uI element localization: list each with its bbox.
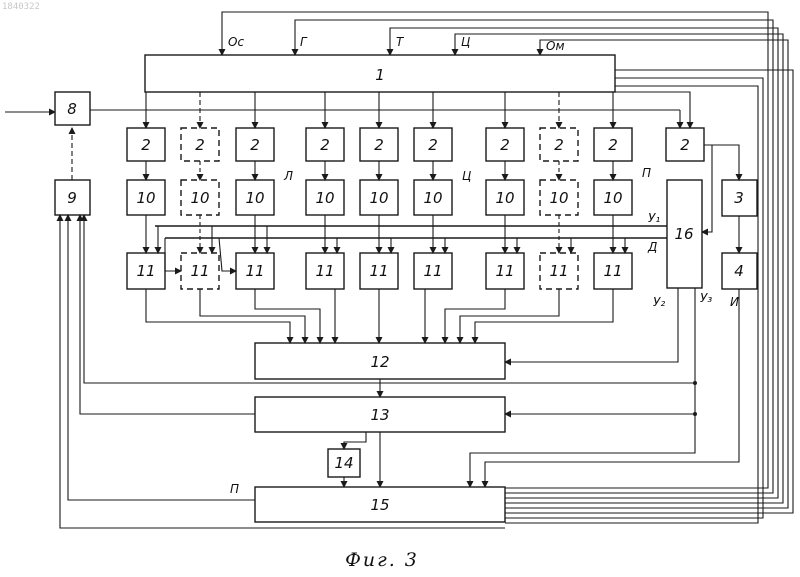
block-2-to-10 bbox=[146, 161, 613, 180]
block-10-label: 10 bbox=[369, 189, 388, 207]
signal-os-label: Ос bbox=[228, 35, 244, 49]
block-2-label: 2 bbox=[374, 136, 384, 154]
block-3-label: 3 bbox=[734, 189, 744, 207]
block-2-label: 2 bbox=[141, 136, 151, 154]
block-2-label: 2 bbox=[250, 136, 260, 154]
block-12-label: 12 bbox=[370, 353, 389, 371]
row-block-10: 10 10 10 10 10 10 10 10 10 bbox=[127, 180, 632, 215]
block-11-label: 11 bbox=[423, 262, 442, 280]
block-2-label: 2 bbox=[195, 136, 205, 154]
block-14-label: 14 bbox=[334, 454, 353, 472]
figure-caption: Фиг. 3 bbox=[345, 549, 419, 571]
row-block-11: 11 11 11 11 11 11 11 11 11 bbox=[127, 253, 632, 289]
row-block-2: 2 2 2 2 2 2 2 2 2 2 bbox=[127, 128, 704, 161]
block-11-label: 11 bbox=[136, 262, 155, 280]
block-4-label: 4 bbox=[734, 262, 744, 280]
block-10-label: 10 bbox=[136, 189, 155, 207]
signal-y2-label: У₂ bbox=[653, 295, 665, 309]
block-2-label: 2 bbox=[428, 136, 438, 154]
signal-p-label: П bbox=[230, 482, 239, 496]
block-10-label: 10 bbox=[549, 189, 568, 207]
block-2-label: 2 bbox=[500, 136, 510, 154]
block-2-label: 2 bbox=[554, 136, 564, 154]
block-11-to-12 bbox=[146, 289, 613, 343]
signal-t-label: Т bbox=[396, 35, 405, 49]
block-13-label: 13 bbox=[370, 406, 389, 424]
block-11-label: 11 bbox=[549, 262, 568, 280]
block-2-label: 2 bbox=[608, 136, 618, 154]
block-11-label: 11 bbox=[603, 262, 622, 280]
signal-g-label: Г bbox=[300, 35, 308, 49]
group-c-label: Ц bbox=[462, 169, 471, 183]
signal-c-label: Ц bbox=[461, 35, 470, 49]
block-11-label: 11 bbox=[495, 262, 514, 280]
group-p-label: П bbox=[642, 166, 651, 180]
block-10-label: 10 bbox=[603, 189, 622, 207]
document-number: 1840322 bbox=[2, 2, 40, 12]
block-11-label: 11 bbox=[315, 262, 334, 280]
signal-d-label: Д bbox=[647, 240, 657, 254]
block-11-label: 11 bbox=[245, 262, 264, 280]
group-l-label: Л bbox=[283, 169, 293, 183]
signal-y3-label: У₃ bbox=[700, 291, 712, 305]
block-10-label: 10 bbox=[423, 189, 442, 207]
block-8-label: 8 bbox=[67, 100, 77, 118]
block-11-label: 11 bbox=[190, 262, 209, 280]
block-10-label: 10 bbox=[495, 189, 514, 207]
block-16-label: 16 bbox=[674, 225, 693, 243]
block-11-label: 11 bbox=[369, 262, 388, 280]
block-10-label: 10 bbox=[315, 189, 334, 207]
signal-i-label: И bbox=[730, 295, 739, 309]
signal-y1-label: У₁ bbox=[648, 211, 660, 225]
signal-om-label: Ом bbox=[546, 39, 565, 53]
block-10-label: 10 bbox=[190, 189, 209, 207]
block-15-label: 15 bbox=[370, 496, 389, 514]
block-9-label: 9 bbox=[67, 189, 77, 207]
block-2-label: 2 bbox=[680, 136, 690, 154]
block-2-label: 2 bbox=[320, 136, 330, 154]
block-10-label: 10 bbox=[245, 189, 264, 207]
block-1-label: 1 bbox=[375, 66, 385, 84]
